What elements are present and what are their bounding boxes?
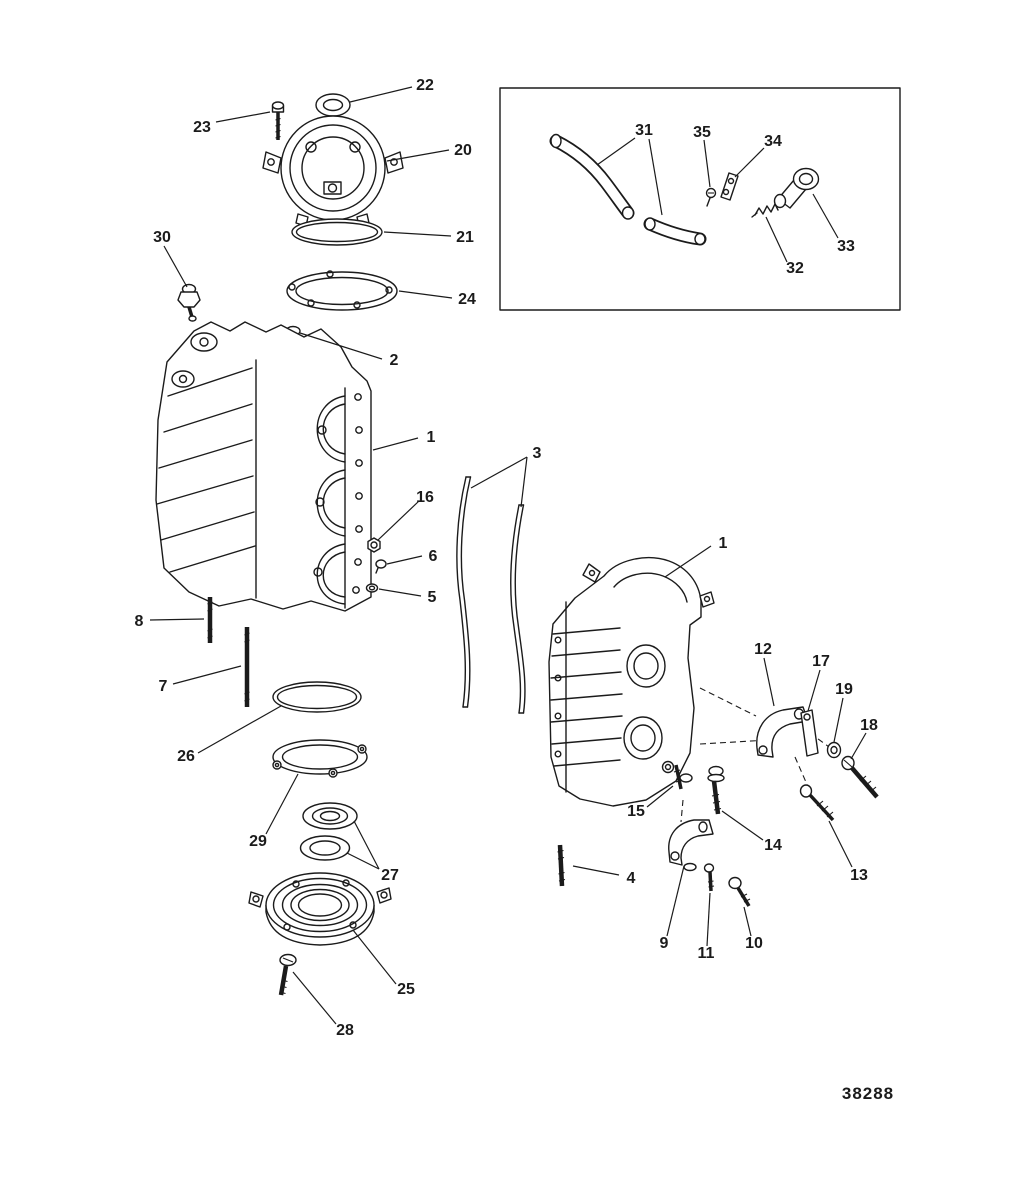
part-5-plug xyxy=(365,583,379,593)
callout-21: 21 xyxy=(456,229,474,246)
callout-23: 23 xyxy=(193,119,211,136)
callout-25: 25 xyxy=(397,981,415,998)
part-17-retainer-plate xyxy=(800,709,819,757)
part-20-end-cap xyxy=(262,115,404,227)
callout-20: 20 xyxy=(454,142,472,159)
callout-1-right: 1 xyxy=(719,535,728,552)
part-7-stud xyxy=(244,627,250,707)
callout-17: 17 xyxy=(812,653,830,670)
part-8-stud xyxy=(207,597,213,643)
callout-8: 8 xyxy=(135,613,144,630)
callout-35: 35 xyxy=(693,124,711,141)
callout-10: 10 xyxy=(745,935,763,952)
part-30-fitting xyxy=(177,283,201,322)
drawing-number: 38288 xyxy=(842,1084,894,1103)
part-10-bolt xyxy=(728,876,751,907)
part-31-hoses xyxy=(549,133,707,246)
part-35-screw xyxy=(705,187,717,207)
part-29-gasket xyxy=(272,739,368,778)
part-15-stud xyxy=(673,764,683,790)
part-1-cylinder-block-right xyxy=(548,557,715,807)
callout-4: 4 xyxy=(627,870,636,887)
inset-box xyxy=(499,87,901,311)
part-3-seal-strips xyxy=(456,476,526,714)
part-16-nut xyxy=(367,537,381,553)
callout-29: 29 xyxy=(249,833,267,850)
callout-28: 28 xyxy=(336,1022,354,1039)
callout-16: 16 xyxy=(416,489,434,506)
callout-5: 5 xyxy=(428,589,437,606)
callout-22: 22 xyxy=(416,77,434,94)
callout-1-left: 1 xyxy=(427,429,436,446)
part-26-o-ring xyxy=(272,681,362,713)
callout-15: 15 xyxy=(627,803,645,820)
part-1-cylinder-block-left xyxy=(155,321,372,612)
callout-9: 9 xyxy=(660,935,669,952)
part-27-seals xyxy=(299,802,358,861)
part-11-screw xyxy=(703,863,715,892)
part-9-bracket xyxy=(668,819,714,872)
leader-lines xyxy=(149,86,867,1025)
part-18-bolt xyxy=(841,755,879,799)
part-14-bolt xyxy=(707,765,725,815)
callout-34: 34 xyxy=(764,133,782,150)
callout-11: 11 xyxy=(698,945,715,962)
part-32-spring-fitting xyxy=(751,203,779,218)
part-13-bolt xyxy=(799,784,835,822)
callouts: 23 22 20 21 24 30 2 1 16 6 5 3 8 7 26 29… xyxy=(135,77,878,1039)
callout-30: 30 xyxy=(153,229,171,246)
part-24-gasket xyxy=(286,270,398,311)
part-19-washer xyxy=(826,741,842,759)
callout-13: 13 xyxy=(850,867,868,884)
callout-19: 19 xyxy=(835,681,853,698)
callout-6: 6 xyxy=(429,548,438,565)
callout-2: 2 xyxy=(390,352,399,369)
callout-12: 12 xyxy=(754,641,772,658)
callout-32: 32 xyxy=(786,260,804,277)
callout-33: 33 xyxy=(837,238,855,255)
part-22-seal xyxy=(315,93,351,117)
part-4-stud xyxy=(557,844,566,887)
callout-18: 18 xyxy=(860,717,878,734)
callout-14: 14 xyxy=(764,837,782,854)
part-28-screw xyxy=(278,953,297,996)
part-34-bracket xyxy=(720,172,739,201)
part-12-bracket xyxy=(756,706,809,758)
part-21-o-ring xyxy=(291,218,383,246)
part-25-end-cap-lower xyxy=(248,872,392,946)
part-23-screw xyxy=(271,101,285,140)
callout-31: 31 xyxy=(635,122,653,139)
part-33-connector xyxy=(773,167,820,209)
inset-box-border xyxy=(499,87,901,311)
callout-7: 7 xyxy=(159,678,168,695)
callout-26: 26 xyxy=(177,748,195,765)
callout-24: 24 xyxy=(458,291,476,308)
callout-27: 27 xyxy=(381,867,399,884)
part-6-plug xyxy=(375,559,387,574)
callout-3: 3 xyxy=(533,445,542,462)
